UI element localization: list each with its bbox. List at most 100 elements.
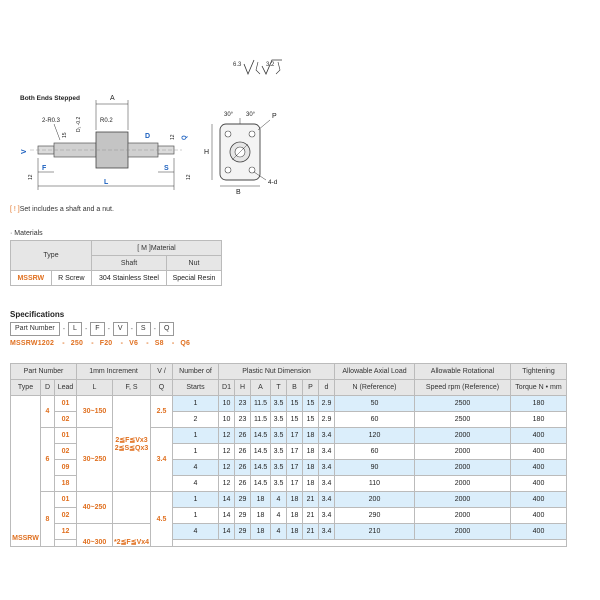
torque-cell: 180 xyxy=(510,411,567,428)
materials-screw: R Screw xyxy=(50,270,93,286)
b-cell: 18 xyxy=(286,507,303,524)
torque-cell: 400 xyxy=(510,507,567,524)
starts-cell: 1 xyxy=(172,427,219,444)
dd-cell: 3.4 xyxy=(318,491,335,508)
spec-header-plastic: Plastic Nut Dimension xyxy=(218,363,335,380)
axial-cell: 210 xyxy=(334,523,415,540)
starts-cell: 1 xyxy=(172,395,219,412)
table-row: 02 2 10 23 11.5 3.5 15 15 2.9 60 2500 18… xyxy=(11,411,567,428)
d-cell-8: 8 xyxy=(40,491,55,547)
torque-cell: 180 xyxy=(510,395,567,412)
torque-cell: 400 xyxy=(510,523,567,540)
p-cell: 21 xyxy=(302,491,319,508)
pn-example-s: S8 xyxy=(154,340,164,347)
view-label: Both Ends Stepped xyxy=(20,95,80,102)
dd-cell: 3.4 xyxy=(318,427,335,444)
h-cell: 26 xyxy=(234,475,251,492)
a-cell: 14.5 xyxy=(250,475,271,492)
set-note: [ ! ]Set includes a shaft and a nut. xyxy=(10,206,114,213)
spec-header-vq: V / xyxy=(150,363,173,380)
torque-cell: 400 xyxy=(510,427,567,444)
spec-header-starts2: Starts xyxy=(172,379,219,396)
dim-30b-label: 30° xyxy=(246,112,256,118)
b-cell: 17 xyxy=(286,427,303,444)
spec-header-dd: d xyxy=(318,379,335,396)
a-cell: 14.5 xyxy=(250,427,271,444)
dim-b-label: B xyxy=(236,189,241,196)
dd-cell: 3.4 xyxy=(318,443,335,460)
spec-table: Part Number 1mm Increment V / Number of … xyxy=(10,363,567,547)
rot-cell: 2500 xyxy=(414,411,511,428)
t-cell: 3.5 xyxy=(270,475,287,492)
lead-cell: 01 xyxy=(54,395,77,412)
p-cell: 21 xyxy=(302,523,319,540)
t-cell: 3.5 xyxy=(270,395,287,412)
axial-cell: 290 xyxy=(334,507,415,524)
dim-30a-label: 30° xyxy=(224,112,234,118)
roughness-left-label: 6.3 xyxy=(233,62,242,68)
axial-cell: 90 xyxy=(334,459,415,476)
starts-cell: 1 xyxy=(172,507,219,524)
dim-r02-label: R0.2 xyxy=(100,118,113,124)
spec-header-type: Type xyxy=(10,379,41,396)
b-cell: 17 xyxy=(286,475,303,492)
materials-header-nut: Nut xyxy=(166,255,222,271)
b-cell: 17 xyxy=(286,443,303,460)
materials-shaft: 304 Stainless Steel xyxy=(91,270,167,286)
a-cell: 14.5 xyxy=(250,443,271,460)
axial-cell: 120 xyxy=(334,427,415,444)
spec-header-rot1: Allowable Rotational xyxy=(414,363,511,380)
note-bracket: [ ! ] xyxy=(10,206,20,213)
lead-cell: 12 xyxy=(54,523,77,540)
spec-header-increment: 1mm Increment xyxy=(76,363,151,380)
starts-cell: 1 xyxy=(172,491,219,508)
pn-box-q: Q xyxy=(158,322,175,336)
dd-cell: 2.9 xyxy=(318,411,335,428)
d1-cell: 14 xyxy=(218,523,235,540)
torque-cell: 400 xyxy=(510,491,567,508)
technical-drawing: 6.3 3.2 Both Ends Stepped A 2-R0.3 D₁ -0… xyxy=(20,59,282,196)
b-cell: 18 xyxy=(286,491,303,508)
p-cell: 18 xyxy=(302,475,319,492)
t-cell: 3.5 xyxy=(270,459,287,476)
rot-cell: 2000 xyxy=(414,427,511,444)
h-cell: 26 xyxy=(234,427,251,444)
pn-example-l: 250 xyxy=(70,340,84,347)
pn-box-s: S xyxy=(135,322,151,336)
table-row: 8 01 40~250 4.5 1 14 29 18 4 18 21 3.4 2… xyxy=(11,491,567,547)
dim-p-label: P xyxy=(272,113,277,120)
h-cell: 29 xyxy=(234,507,251,524)
l-cell-4: 40~300 xyxy=(76,523,113,547)
a-cell: 18 xyxy=(250,523,271,540)
dim-chamfer-label: 2-R0.3 xyxy=(42,118,61,124)
starts-cell: 2 xyxy=(172,411,219,428)
b-cell: 17 xyxy=(286,459,303,476)
b-cell: 15 xyxy=(286,411,303,428)
materials-header-type: Type xyxy=(10,240,92,271)
a-cell: 18 xyxy=(250,491,271,508)
t-cell: 4 xyxy=(270,491,287,508)
d1-cell: 12 xyxy=(218,459,235,476)
specifications-title: Specifications xyxy=(10,310,65,319)
h-cell: 26 xyxy=(234,443,251,460)
dim-a-label: A xyxy=(110,95,115,102)
spec-header-rot2: Speed rpm (Reference) xyxy=(414,379,511,396)
spec-header-torque2: Torque N • mm xyxy=(510,379,567,396)
roughness-right-label: 3.2 xyxy=(266,62,275,68)
dim-12a-label: 12 xyxy=(170,134,176,140)
spec-header-h: H xyxy=(234,379,251,396)
d1-cell: 14 xyxy=(218,507,235,524)
p-cell: 18 xyxy=(302,459,319,476)
a-cell: 14.5 xyxy=(250,459,271,476)
d1-cell: 14 xyxy=(218,491,235,508)
dd-cell: 3.4 xyxy=(318,507,335,524)
lead-cell: 02 xyxy=(54,507,77,524)
note-text: Set includes a shaft and a nut. xyxy=(19,206,114,213)
d1-cell: 10 xyxy=(218,395,235,412)
axial-cell: 50 xyxy=(334,395,415,412)
materials-type: MSSRW xyxy=(10,270,52,286)
spec-header-l: L xyxy=(76,379,113,396)
spec-header-part-number: Part Number xyxy=(10,363,77,380)
spec-header-fs: F, S xyxy=(112,379,151,396)
t-cell: 3.5 xyxy=(270,427,287,444)
